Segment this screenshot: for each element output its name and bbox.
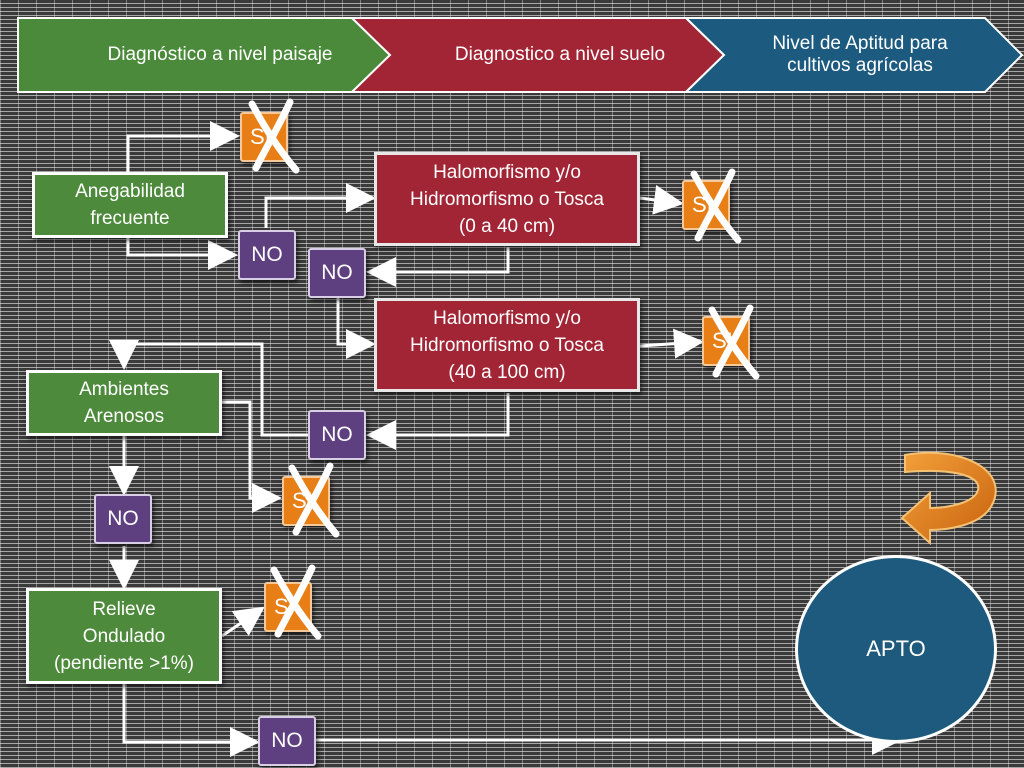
connector-relieve-si [221, 606, 265, 638]
connector-halo1-si [639, 184, 684, 215]
no-badge-anegabilidad: NO [238, 230, 296, 280]
connector-lines [109, 121, 902, 757]
criterion-halomorfismo-40-100: Halomorfismo y/o Hidromorfismo o Tosca (… [374, 298, 640, 392]
connector-anegabilidad-si [126, 121, 240, 172]
connector-no-ambientes [109, 340, 308, 437]
connector-no-halo2 [336, 298, 376, 359]
no-badge-halo1: NO [308, 248, 366, 298]
criterion-anegabilidad: Anegabilidad frecuente [32, 172, 228, 238]
stage-label-paisaje: Diagnóstico a nivel paisaje [107, 44, 333, 65]
curved-arrow-icon [900, 451, 997, 546]
connector-halo2-si [639, 328, 704, 359]
connector-no-halo1 [264, 183, 376, 228]
si-badge-relieve: SI [264, 582, 312, 632]
result-apto-circle: APTO [795, 555, 997, 743]
no-badge-halo2: NO [308, 410, 366, 460]
connector-ambientes-si [222, 400, 282, 513]
criterion-halomorfismo-0-40: Halomorfismo y/o Hidromorfismo o Tosca (… [374, 152, 640, 246]
si-badge-ambientes: SI [282, 476, 330, 526]
stage-label-aptitud: Nivel de Aptitud para cultivos agrícolas [772, 33, 948, 76]
si-badge-halo2: SI [702, 316, 750, 366]
connector-anegabilidad-no [126, 238, 238, 270]
si-badge-anegabilidad: SI [240, 112, 288, 162]
connector-halo1-no [366, 247, 510, 287]
stage-chevron-aptitud [683, 17, 1024, 93]
no-badge-ambientes: NO [94, 494, 152, 544]
criterion-ambientes-arenosos: Ambientes Arenosos [26, 370, 222, 436]
stage-label-suelo: Diagnostico a nivel suelo [454, 44, 666, 65]
connector-relieve-no [122, 684, 260, 757]
connector-halo2-no [366, 393, 510, 450]
no-badge-relieve: NO [258, 716, 316, 766]
criterion-relieve-ondulado: Relieve Ondulado (pendiente >1%) [26, 588, 222, 684]
si-badge-halo1: SI [682, 180, 730, 230]
